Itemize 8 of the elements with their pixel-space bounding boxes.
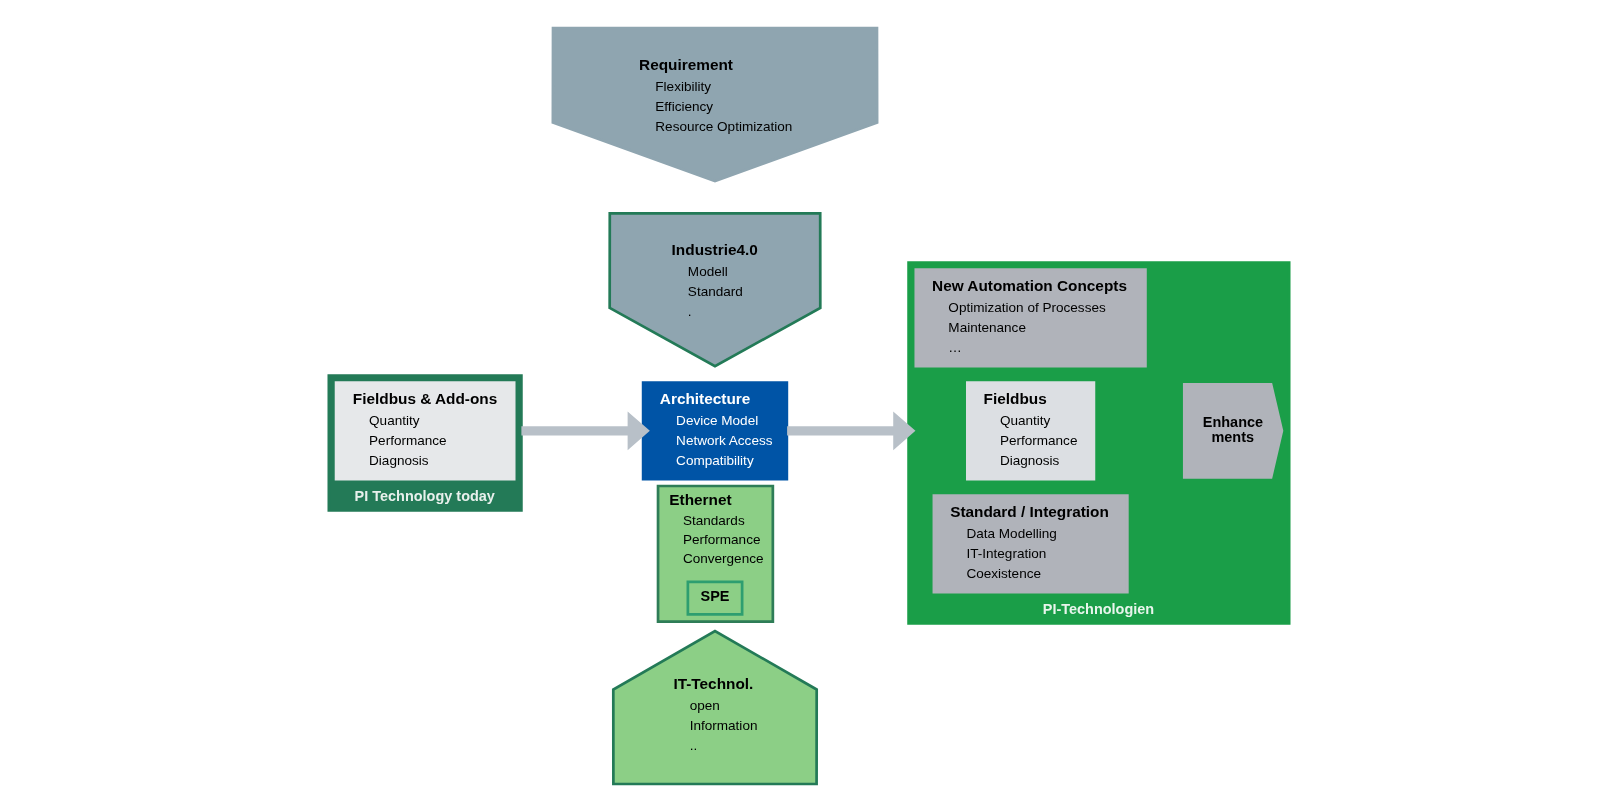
node-box: Standard / Integration Data Modelling IT-Integration Coexistence xyxy=(932,494,1129,594)
node-box: New Automation Concepts Optimization of Processes Maintenance … xyxy=(914,268,1147,368)
node-box: Architecture Device Model Network Access Compatibility xyxy=(641,381,789,481)
arrow xyxy=(787,411,916,451)
arrow xyxy=(521,411,650,451)
node-box: SPE xyxy=(686,580,744,616)
node-box: Fieldbus Quantity Performance Diagnosis xyxy=(966,381,1096,481)
node-box: Fieldbus & Add-ons Quantity Performance Diagnosis xyxy=(334,381,516,481)
